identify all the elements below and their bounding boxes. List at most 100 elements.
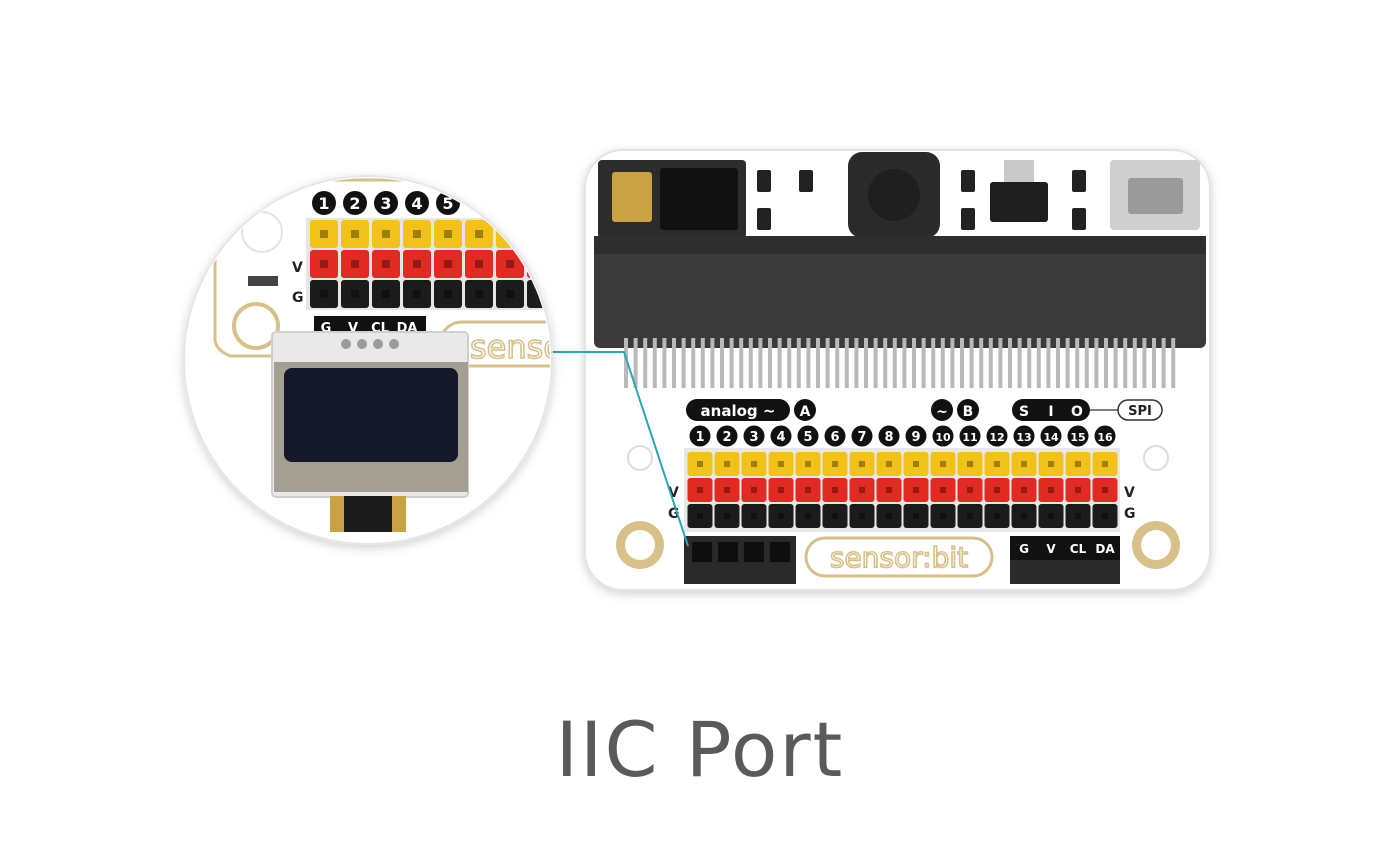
pin-number: 13 [1016, 431, 1031, 444]
edge-pin [1065, 338, 1070, 388]
zoom-signal-pin-socket [506, 230, 514, 238]
zoom-row-v: V [292, 260, 303, 276]
power-pin [795, 478, 821, 502]
iic-connector-left [684, 536, 796, 584]
ground-pin [903, 504, 929, 528]
logo-text: sensor:bit [830, 541, 968, 574]
pin-number: 1 [695, 430, 704, 445]
smd-components [757, 170, 1086, 230]
zoom-power-pin [372, 250, 400, 278]
zoom-number-badge [374, 191, 398, 215]
ground-pin-socket [994, 513, 1000, 519]
pin-number: 16 [1097, 431, 1113, 444]
iic-pin-label: CL [1070, 542, 1087, 556]
ground-pin-socket [1102, 513, 1108, 519]
pin-number-badge [986, 425, 1008, 447]
zoom-ground-pin [434, 280, 462, 308]
signal-pin [687, 452, 713, 476]
zoom-power-pin [310, 250, 338, 278]
zoom-signal-pin [372, 220, 400, 248]
edge-pin [816, 338, 820, 388]
power-pin [768, 478, 794, 502]
zoom-signal-pin-socket [351, 230, 359, 238]
pin-number-badge [851, 425, 873, 447]
edge-pin [768, 338, 772, 388]
power-pin-socket [967, 487, 973, 493]
edge-pin [902, 338, 907, 388]
ground-pin-socket [778, 513, 784, 519]
edge-pin [825, 338, 830, 388]
zoom-ground-pin-socket [506, 290, 514, 298]
pin-number-badge [1013, 425, 1035, 447]
power-pin [930, 478, 956, 502]
power-pin [876, 478, 902, 502]
signal-pin [822, 452, 848, 476]
signal-pin-socket [751, 461, 757, 467]
pin-number: 12 [989, 431, 1004, 444]
edge-pin [921, 338, 926, 388]
zoom-signal-pin [434, 220, 462, 248]
signal-pin-socket [697, 461, 703, 467]
ground-pin [876, 504, 902, 528]
pin-number: 5 [803, 430, 812, 445]
pwm-label: ~ [936, 404, 948, 420]
zoom-number-badge [312, 191, 336, 215]
signal-pin [714, 452, 740, 476]
pin-number: 6 [830, 430, 839, 445]
signal-pin [1092, 452, 1118, 476]
edge-pin [883, 338, 888, 388]
power-pin-socket [1102, 487, 1108, 493]
power-pin-socket [697, 487, 703, 493]
edge-pin [1075, 338, 1080, 388]
edge-pin [624, 338, 628, 388]
ground-pin [741, 504, 767, 528]
zoom-power-pin-socket [351, 260, 359, 268]
zoom-power-pin [465, 250, 493, 278]
zoom-number-badge [405, 191, 429, 215]
edge-pin [988, 338, 993, 388]
ground-pin-socket [1048, 513, 1054, 519]
edge-pin [1046, 338, 1051, 388]
ground-pin [822, 504, 848, 528]
zoom-signal-pin [341, 220, 369, 248]
signal-pin-socket [1075, 461, 1081, 467]
edge-pin [643, 338, 648, 388]
signal-pin-socket [1102, 461, 1108, 467]
power-pin-socket [1048, 487, 1054, 493]
zoom-power-pin [434, 250, 462, 278]
spi-i-label: I [1048, 404, 1053, 420]
ground-pin [1092, 504, 1118, 528]
zoom-pin-number: 5 [442, 194, 453, 213]
edge-pin [1171, 338, 1176, 388]
edge-connector-pins [624, 338, 1176, 388]
edge-pin [854, 338, 859, 388]
edge-pin [729, 338, 734, 388]
edge-pin [940, 338, 945, 388]
signal-pin [930, 452, 956, 476]
pin-number-badge [1067, 425, 1089, 447]
zoom-signal-pin [527, 220, 550, 248]
zoom-pin-number: 1 [318, 194, 329, 213]
edge-pin [912, 338, 916, 388]
pin-function-labels: analog ~ A ~ B S I O SPI [686, 399, 1163, 421]
voltage-regulator [990, 160, 1048, 222]
zoom-pin-number: 4 [411, 194, 422, 213]
signal-pin [741, 452, 767, 476]
power-pin [1065, 478, 1091, 502]
pin-number: 2 [722, 430, 731, 445]
signal-pin-socket [1048, 461, 1054, 467]
iic-pin-label: G [1019, 542, 1029, 556]
signal-pin-socket [940, 461, 946, 467]
edge-pin [979, 338, 984, 388]
edge-pin [652, 338, 657, 388]
power-pin [849, 478, 875, 502]
edge-pin [1161, 338, 1166, 388]
power-pin [714, 478, 740, 502]
zoom-pin-rows [306, 218, 550, 310]
edge-pin [633, 338, 638, 388]
edge-pin [720, 338, 724, 388]
